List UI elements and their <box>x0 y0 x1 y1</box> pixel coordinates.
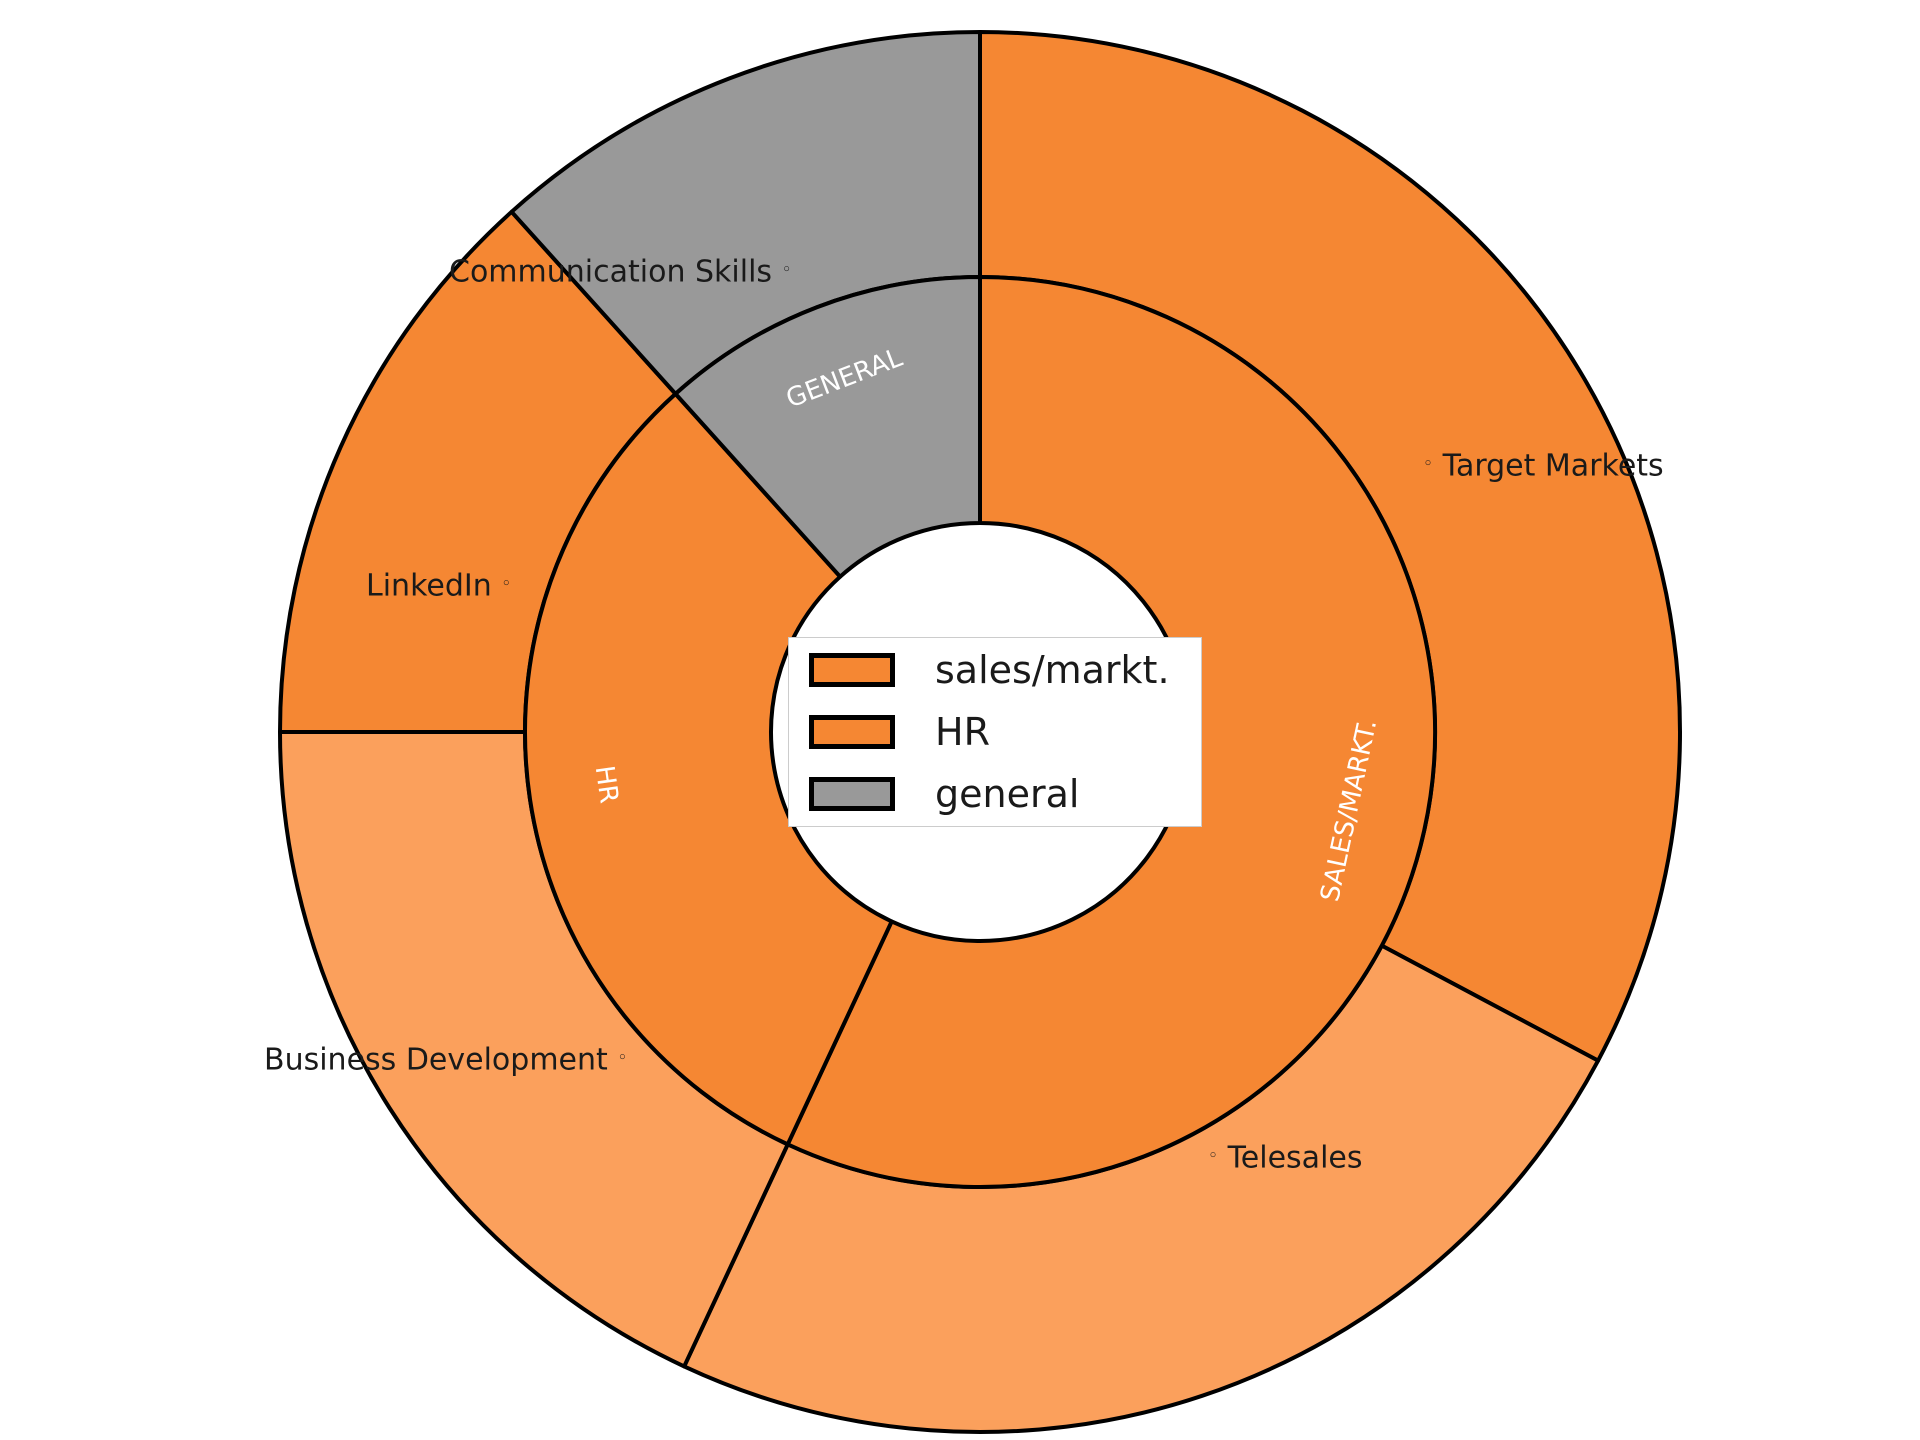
outer-label-business-development: Business Development ◦ <box>264 1045 627 1076</box>
legend-item-general[interactable]: general <box>809 763 1201 825</box>
label-marker-icon: ◦ <box>617 1048 628 1068</box>
outer-label-telesales-text: Telesales <box>1227 1140 1363 1176</box>
outer-label-linkedin: LinkedIn ◦ <box>366 571 511 602</box>
outer-label-linkedin-text: LinkedIn <box>366 568 492 604</box>
inner-ring-group <box>523 275 1437 1189</box>
inner-label-hr: HR <box>589 764 624 805</box>
label-marker-icon: ◦ <box>1208 1146 1219 1166</box>
outer-label-target-markets: ◦ Target Markets <box>1423 451 1664 482</box>
outer-label-communication-skills-text: Communication Skills <box>449 254 773 290</box>
legend-swatch-general <box>809 777 895 811</box>
label-marker-icon: ◦ <box>1423 454 1434 474</box>
legend-label-general: general <box>935 772 1080 816</box>
label-marker-icon: ◦ <box>501 574 512 594</box>
chart-legend: sales/markt. HR general <box>788 637 1202 827</box>
legend-item-sales-markt[interactable]: sales/markt. <box>809 639 1201 701</box>
legend-swatch-sales-markt <box>809 653 895 687</box>
legend-swatch-hr <box>809 715 895 749</box>
legend-label-hr: HR <box>935 710 990 754</box>
outer-label-business-development-text: Business Development <box>264 1042 608 1078</box>
legend-item-hr[interactable]: HR <box>809 701 1201 763</box>
outer-label-target-markets-text: Target Markets <box>1442 448 1664 484</box>
label-marker-icon: ◦ <box>781 260 792 280</box>
outer-label-telesales: ◦ Telesales <box>1208 1143 1363 1174</box>
inner-segment-hr[interactable] <box>523 391 894 1147</box>
legend-label-sales-markt: sales/markt. <box>935 648 1170 692</box>
outer-ring-group <box>278 30 1682 1434</box>
inner-segment-general[interactable] <box>673 275 982 579</box>
outer-label-communication-skills: Communication Skills ◦ <box>449 257 792 288</box>
